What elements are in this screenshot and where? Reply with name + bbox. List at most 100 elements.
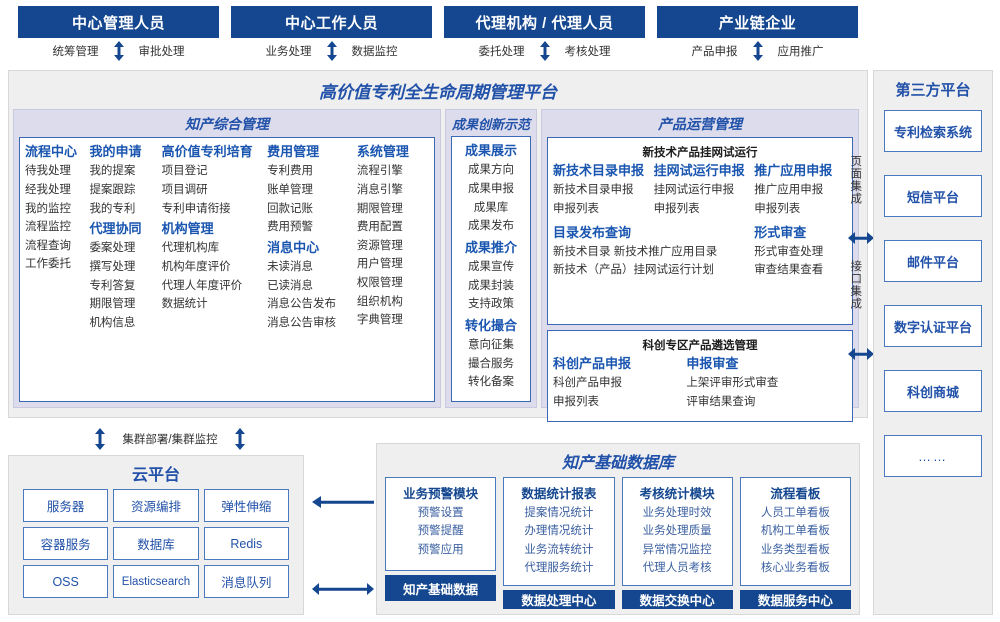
menu-item[interactable]: 上架评审形式审查 bbox=[686, 377, 779, 390]
menu-item[interactable]: 申报列表 bbox=[553, 395, 599, 408]
menu-item[interactable]: 权限管理 bbox=[356, 277, 403, 289]
db-card-item[interactable]: 业务处理时效 bbox=[642, 507, 712, 519]
category-head[interactable]: 挂网试运行申报 bbox=[653, 163, 745, 178]
role-title-1[interactable]: 中心工作人员 bbox=[231, 6, 432, 38]
category-head[interactable]: 我的申请 bbox=[89, 144, 142, 159]
menu-item[interactable]: 流程查询 bbox=[25, 239, 71, 252]
db-card-item[interactable]: 提案情况统计 bbox=[524, 507, 594, 519]
category-head[interactable]: 转化撮合 bbox=[464, 317, 517, 333]
menu-item[interactable]: 消息公告审核 bbox=[267, 316, 337, 329]
category-head[interactable]: 科创产品申报 bbox=[553, 356, 632, 371]
menu-item[interactable]: 撮合服务 bbox=[468, 357, 514, 370]
menu-item[interactable]: 成果申报 bbox=[468, 182, 514, 195]
third-party-item-patent-search[interactable]: 专利检索系统 bbox=[884, 110, 982, 152]
menu-item[interactable]: 流程监控 bbox=[25, 221, 71, 234]
role-title-3[interactable]: 产业链企业 bbox=[657, 6, 858, 38]
menu-item[interactable]: 挂网试运行申报 bbox=[653, 184, 735, 197]
menu-item[interactable]: 科创产品申报 bbox=[553, 377, 622, 390]
menu-item[interactable]: 撰写处理 bbox=[89, 261, 136, 273]
db-card-item[interactable]: 代理服务统计 bbox=[524, 562, 594, 575]
category-head[interactable]: 流程中心 bbox=[25, 144, 78, 159]
db-footer-base-data[interactable]: 知产基础数据 bbox=[385, 575, 497, 601]
category-head[interactable]: 新技术目录申报 bbox=[553, 163, 645, 178]
category-head[interactable]: 成果推介 bbox=[464, 239, 517, 255]
db-card-item[interactable]: 业务类型看板 bbox=[760, 543, 830, 556]
menu-item[interactable]: 组织机构 bbox=[356, 295, 403, 308]
menu-item[interactable]: 支持政策 bbox=[468, 298, 514, 311]
menu-item[interactable]: 委案处理 bbox=[89, 242, 136, 255]
cloud-cell-orchestration[interactable]: 资源编排 bbox=[113, 489, 199, 522]
menu-item[interactable]: 申报列表 bbox=[754, 202, 801, 215]
category-head[interactable]: 形式审查 bbox=[754, 224, 807, 240]
menu-item[interactable]: 成果宣传 bbox=[468, 261, 514, 273]
category-head[interactable]: 代理协同 bbox=[89, 221, 142, 237]
db-card-item[interactable]: 业务处理质量 bbox=[642, 525, 712, 538]
category-head[interactable]: 系统管理 bbox=[356, 144, 409, 159]
menu-item[interactable]: 回款记账 bbox=[267, 202, 314, 215]
menu-item[interactable]: 经我处理 bbox=[25, 183, 71, 196]
menu-item[interactable]: 成果发布 bbox=[468, 220, 514, 233]
role-title-2[interactable]: 代理机构 / 代理人员 bbox=[444, 6, 645, 38]
third-party-item-sci-mall[interactable]: 科创商城 bbox=[884, 370, 982, 412]
menu-item[interactable]: 待我处理 bbox=[25, 165, 71, 178]
third-party-item-email[interactable]: 邮件平台 bbox=[884, 240, 982, 282]
menu-item[interactable]: 用户管理 bbox=[356, 258, 403, 271]
menu-item[interactable]: 提案跟踪 bbox=[89, 183, 136, 196]
menu-item[interactable]: 机构信息 bbox=[89, 316, 136, 329]
menu-item[interactable]: 代理机构库 bbox=[161, 242, 220, 255]
menu-item[interactable]: 我的提案 bbox=[89, 165, 136, 178]
menu-item[interactable]: 我的专利 bbox=[89, 202, 136, 215]
db-card-item[interactable]: 机构工单看板 bbox=[760, 525, 830, 538]
menu-item[interactable]: 工作委托 bbox=[25, 258, 71, 271]
menu-item[interactable]: 我的监控 bbox=[25, 202, 71, 215]
menu-item[interactable]: 已读消息 bbox=[267, 279, 314, 292]
db-card-item[interactable]: 人员工单看板 bbox=[760, 507, 830, 519]
menu-item[interactable]: 账单管理 bbox=[267, 183, 314, 196]
cloud-cell-server[interactable]: 服务器 bbox=[23, 489, 109, 522]
category-head[interactable]: 申报审查 bbox=[686, 356, 739, 371]
menu-item[interactable]: 新技术（产品）挂网试运行计划 bbox=[553, 264, 714, 277]
category-head[interactable]: 推广应用申报 bbox=[754, 163, 833, 178]
category-head[interactable]: 费用管理 bbox=[267, 144, 320, 159]
db-card-item[interactable]: 预警应用 bbox=[417, 543, 464, 556]
cloud-cell-autoscaling[interactable]: 弹性伸缩 bbox=[203, 489, 289, 522]
menu-item[interactable]: 成果封装 bbox=[468, 279, 514, 292]
menu-item[interactable]: 评审结果查询 bbox=[686, 395, 756, 408]
db-card-item[interactable]: 异常情况监控 bbox=[642, 543, 712, 556]
cloud-cell-mq[interactable]: 消息队列 bbox=[203, 565, 289, 598]
db-card-item[interactable]: 预警提醒 bbox=[417, 525, 464, 538]
menu-item[interactable]: 成果库 bbox=[473, 201, 509, 214]
menu-item[interactable]: 形式审查处理 bbox=[754, 245, 824, 258]
cloud-cell-database[interactable]: 数据库 bbox=[113, 527, 199, 560]
third-party-item-sms[interactable]: 短信平台 bbox=[884, 175, 982, 217]
menu-item[interactable]: 资源管理 bbox=[356, 239, 403, 252]
menu-item[interactable]: 流程引擎 bbox=[356, 165, 403, 178]
menu-item[interactable]: 意向征集 bbox=[468, 339, 514, 352]
category-head[interactable]: 消息中心 bbox=[267, 239, 320, 255]
category-head[interactable]: 目录发布查询 bbox=[553, 224, 632, 240]
db-footer-exchange-center[interactable]: 数据交换中心 bbox=[621, 589, 733, 609]
db-card-item[interactable]: 办理情况统计 bbox=[524, 525, 594, 538]
category-head[interactable]: 高价值专利培育 bbox=[161, 144, 253, 159]
third-party-item-digital-cert[interactable]: 数字认证平台 bbox=[884, 305, 982, 347]
menu-item[interactable]: 新技术目录申报 bbox=[553, 184, 634, 197]
cloud-cell-redis[interactable]: Redis bbox=[203, 527, 289, 560]
db-footer-processing-center[interactable]: 数据处理中心 bbox=[503, 589, 615, 609]
menu-item[interactable]: 专利答复 bbox=[89, 279, 136, 292]
menu-item[interactable]: 未读消息 bbox=[267, 261, 314, 273]
menu-item[interactable]: 机构年度评价 bbox=[161, 261, 231, 273]
menu-item[interactable]: 消息公告发布 bbox=[267, 298, 337, 311]
menu-item[interactable]: 费用预警 bbox=[267, 221, 314, 234]
menu-item[interactable]: 申报列表 bbox=[553, 202, 599, 215]
menu-item[interactable]: 推广应用申报 bbox=[754, 184, 824, 197]
category-head[interactable]: 成果展示 bbox=[464, 143, 517, 158]
category-head[interactable]: 机构管理 bbox=[161, 221, 214, 237]
cloud-cell-oss[interactable]: OSS bbox=[23, 565, 109, 598]
cloud-cell-container[interactable]: 容器服务 bbox=[23, 527, 109, 560]
menu-item[interactable]: 项目调研 bbox=[161, 183, 208, 196]
db-card-item[interactable]: 预警设置 bbox=[417, 507, 464, 519]
menu-item[interactable]: 新技术目录 新技术推广应用目录 bbox=[553, 245, 718, 258]
db-footer-service-center[interactable]: 数据服务中心 bbox=[739, 589, 851, 609]
menu-item[interactable]: 项目登记 bbox=[161, 165, 208, 178]
menu-item[interactable]: 消息引擎 bbox=[356, 183, 403, 196]
